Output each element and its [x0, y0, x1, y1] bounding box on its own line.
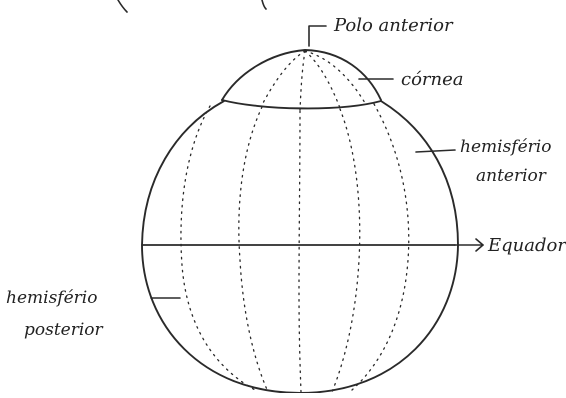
label-anterior-hemisphere-line2: anterior — [476, 166, 547, 186]
label-anterior-pole: Polo anterior — [333, 15, 454, 36]
label-posterior-hemisphere-line1: hemisfério — [6, 288, 97, 308]
cornea-outline — [222, 50, 381, 100]
anterior-hemisphere-leader — [416, 150, 455, 152]
cornea-base-line — [222, 100, 381, 108]
label-posterior-hemisphere-line2: posterior — [24, 320, 104, 340]
label-equator: Equador — [487, 235, 566, 256]
cornea-meridians — [262, 51, 365, 110]
globe-meridians — [181, 104, 409, 392]
cropped-handwriting-stroke — [262, 0, 266, 9]
cropped-handwriting-stroke — [118, 0, 127, 12]
anterior-pole-leader — [309, 26, 326, 46]
label-cornea: córnea — [401, 69, 464, 90]
label-anterior-hemisphere-line1: hemisfério — [460, 137, 551, 157]
